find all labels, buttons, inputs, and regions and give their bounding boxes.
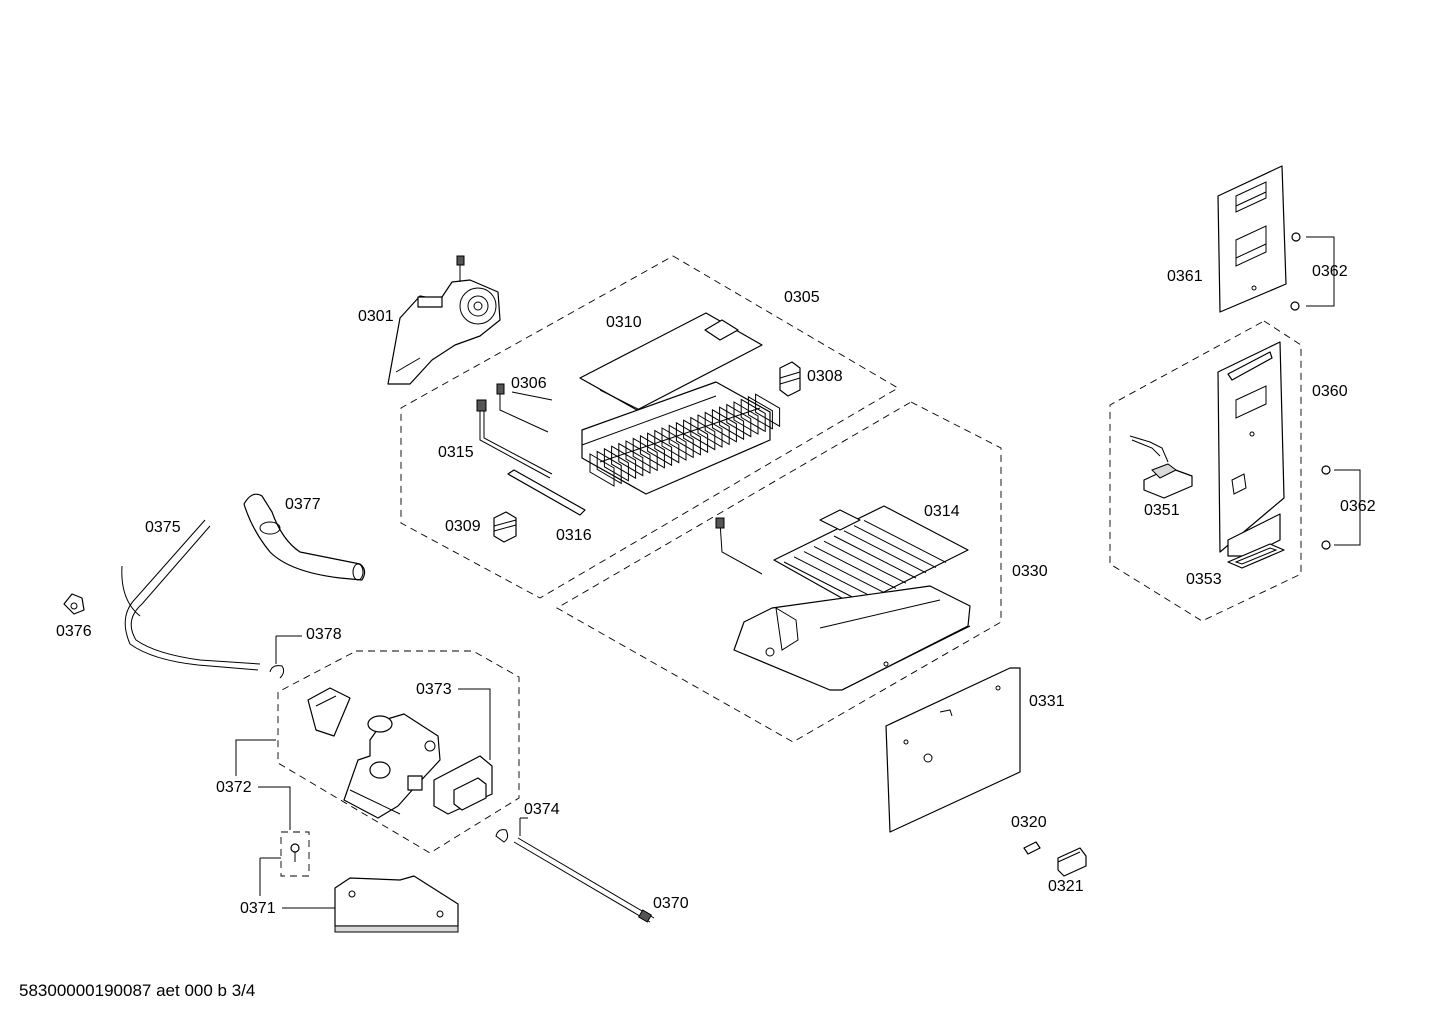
label-0371: 0371 — [240, 900, 276, 917]
label-0375: 0375 — [145, 519, 181, 536]
evaporator-coil-part — [581, 381, 781, 495]
screw-0362-top — [1290, 232, 1301, 311]
label-0310: 0310 — [606, 314, 642, 331]
clip-0378-part — [269, 665, 285, 679]
coil-fin — [661, 427, 687, 461]
sensor-0306-part — [496, 383, 553, 433]
label-0370: 0370 — [653, 895, 689, 912]
panel-0360-part — [1217, 341, 1285, 557]
label-0376: 0376 — [56, 623, 92, 640]
screw-0362-bottom — [1321, 465, 1331, 550]
label-0321: 0321 — [1048, 878, 1084, 895]
label-0377: 0377 — [285, 496, 321, 513]
label-0362-top: 0362 — [1312, 263, 1348, 280]
bracket-0316-part — [507, 469, 586, 516]
hose-0375-part — [121, 519, 261, 671]
label-0361: 0361 — [1167, 268, 1203, 285]
coil-fin — [647, 432, 673, 467]
clip-0309-part — [493, 511, 517, 543]
part-0320 — [1023, 841, 1041, 855]
label-0378: 0378 — [306, 626, 342, 643]
label-0351: 0351 — [1144, 502, 1180, 519]
heater-tube — [863, 519, 947, 563]
label-0308: 0308 — [807, 368, 843, 385]
label-0374: 0374 — [524, 801, 560, 818]
coil-fin — [589, 453, 615, 487]
defrost-heater-part — [715, 505, 969, 607]
label-0316: 0316 — [556, 527, 592, 544]
heater-tube — [803, 551, 887, 595]
label-0306: 0306 — [511, 375, 547, 392]
coil-fin — [755, 393, 781, 428]
bracket-0371-part — [334, 875, 459, 933]
heater-tube — [793, 556, 877, 600]
coil-fin — [654, 429, 680, 464]
cover-0331-part — [885, 667, 1021, 833]
label-0309: 0309 — [445, 518, 481, 535]
label-0353: 0353 — [1186, 571, 1222, 588]
coil-fin — [747, 395, 773, 430]
coil-fin — [668, 424, 694, 459]
label-0315: 0315 — [438, 444, 474, 461]
part-0376 — [63, 593, 85, 615]
coil-fin — [639, 434, 665, 469]
part-0321 — [1057, 847, 1087, 877]
group-outline-0372 — [277, 650, 520, 854]
sensor-0315-part — [476, 399, 553, 479]
panel-0361-part — [1217, 165, 1287, 313]
label-0331: 0331 — [1029, 693, 1065, 710]
coil-fin — [596, 450, 622, 485]
coil-fin — [675, 421, 701, 456]
coil-fin — [690, 416, 716, 451]
label-0362-bottom: 0362 — [1340, 498, 1376, 515]
fan-housing-part — [387, 255, 501, 385]
hose-0377-part — [243, 493, 366, 581]
document-id-footer: 58300000190087 aet 000 b 3/4 — [19, 981, 256, 1000]
label-0360: 0360 — [1312, 383, 1348, 400]
coil-fin — [704, 411, 730, 446]
group-outline-0371 — [280, 831, 310, 877]
valve-coil-part — [433, 755, 493, 815]
heater-tube — [823, 540, 907, 584]
label-0301: 0301 — [358, 308, 394, 325]
screw-0372-part — [290, 843, 300, 862]
heater-tube — [843, 530, 927, 574]
label-0320: 0320 — [1011, 814, 1047, 831]
valve-body-part — [343, 713, 441, 819]
group-outline-0330 — [556, 401, 1002, 743]
pipe-0370-part — [513, 837, 655, 923]
group-outline-0305 — [400, 255, 899, 599]
clip-0308-part — [779, 361, 801, 397]
cover-plate-part — [579, 312, 763, 411]
leader-lines — [235, 236, 1361, 909]
label-0330: 0330 — [1012, 563, 1048, 580]
label-0373: 0373 — [416, 681, 452, 698]
valve-bracket-part — [307, 687, 351, 737]
drip-tray-part — [733, 585, 971, 691]
heater-tube — [853, 525, 937, 569]
label-0372: 0372 — [216, 779, 252, 796]
part-0351 — [1129, 435, 1193, 499]
group-outline-0360 — [1109, 320, 1302, 622]
coil-fin — [697, 414, 723, 448]
clip-0374-part — [495, 829, 509, 843]
coil-fin — [683, 419, 709, 454]
heater-tube — [833, 535, 917, 579]
label-0314: 0314 — [924, 503, 960, 520]
heater-tube — [813, 545, 897, 589]
label-0305: 0305 — [784, 289, 820, 306]
part-0353 — [1227, 543, 1285, 569]
